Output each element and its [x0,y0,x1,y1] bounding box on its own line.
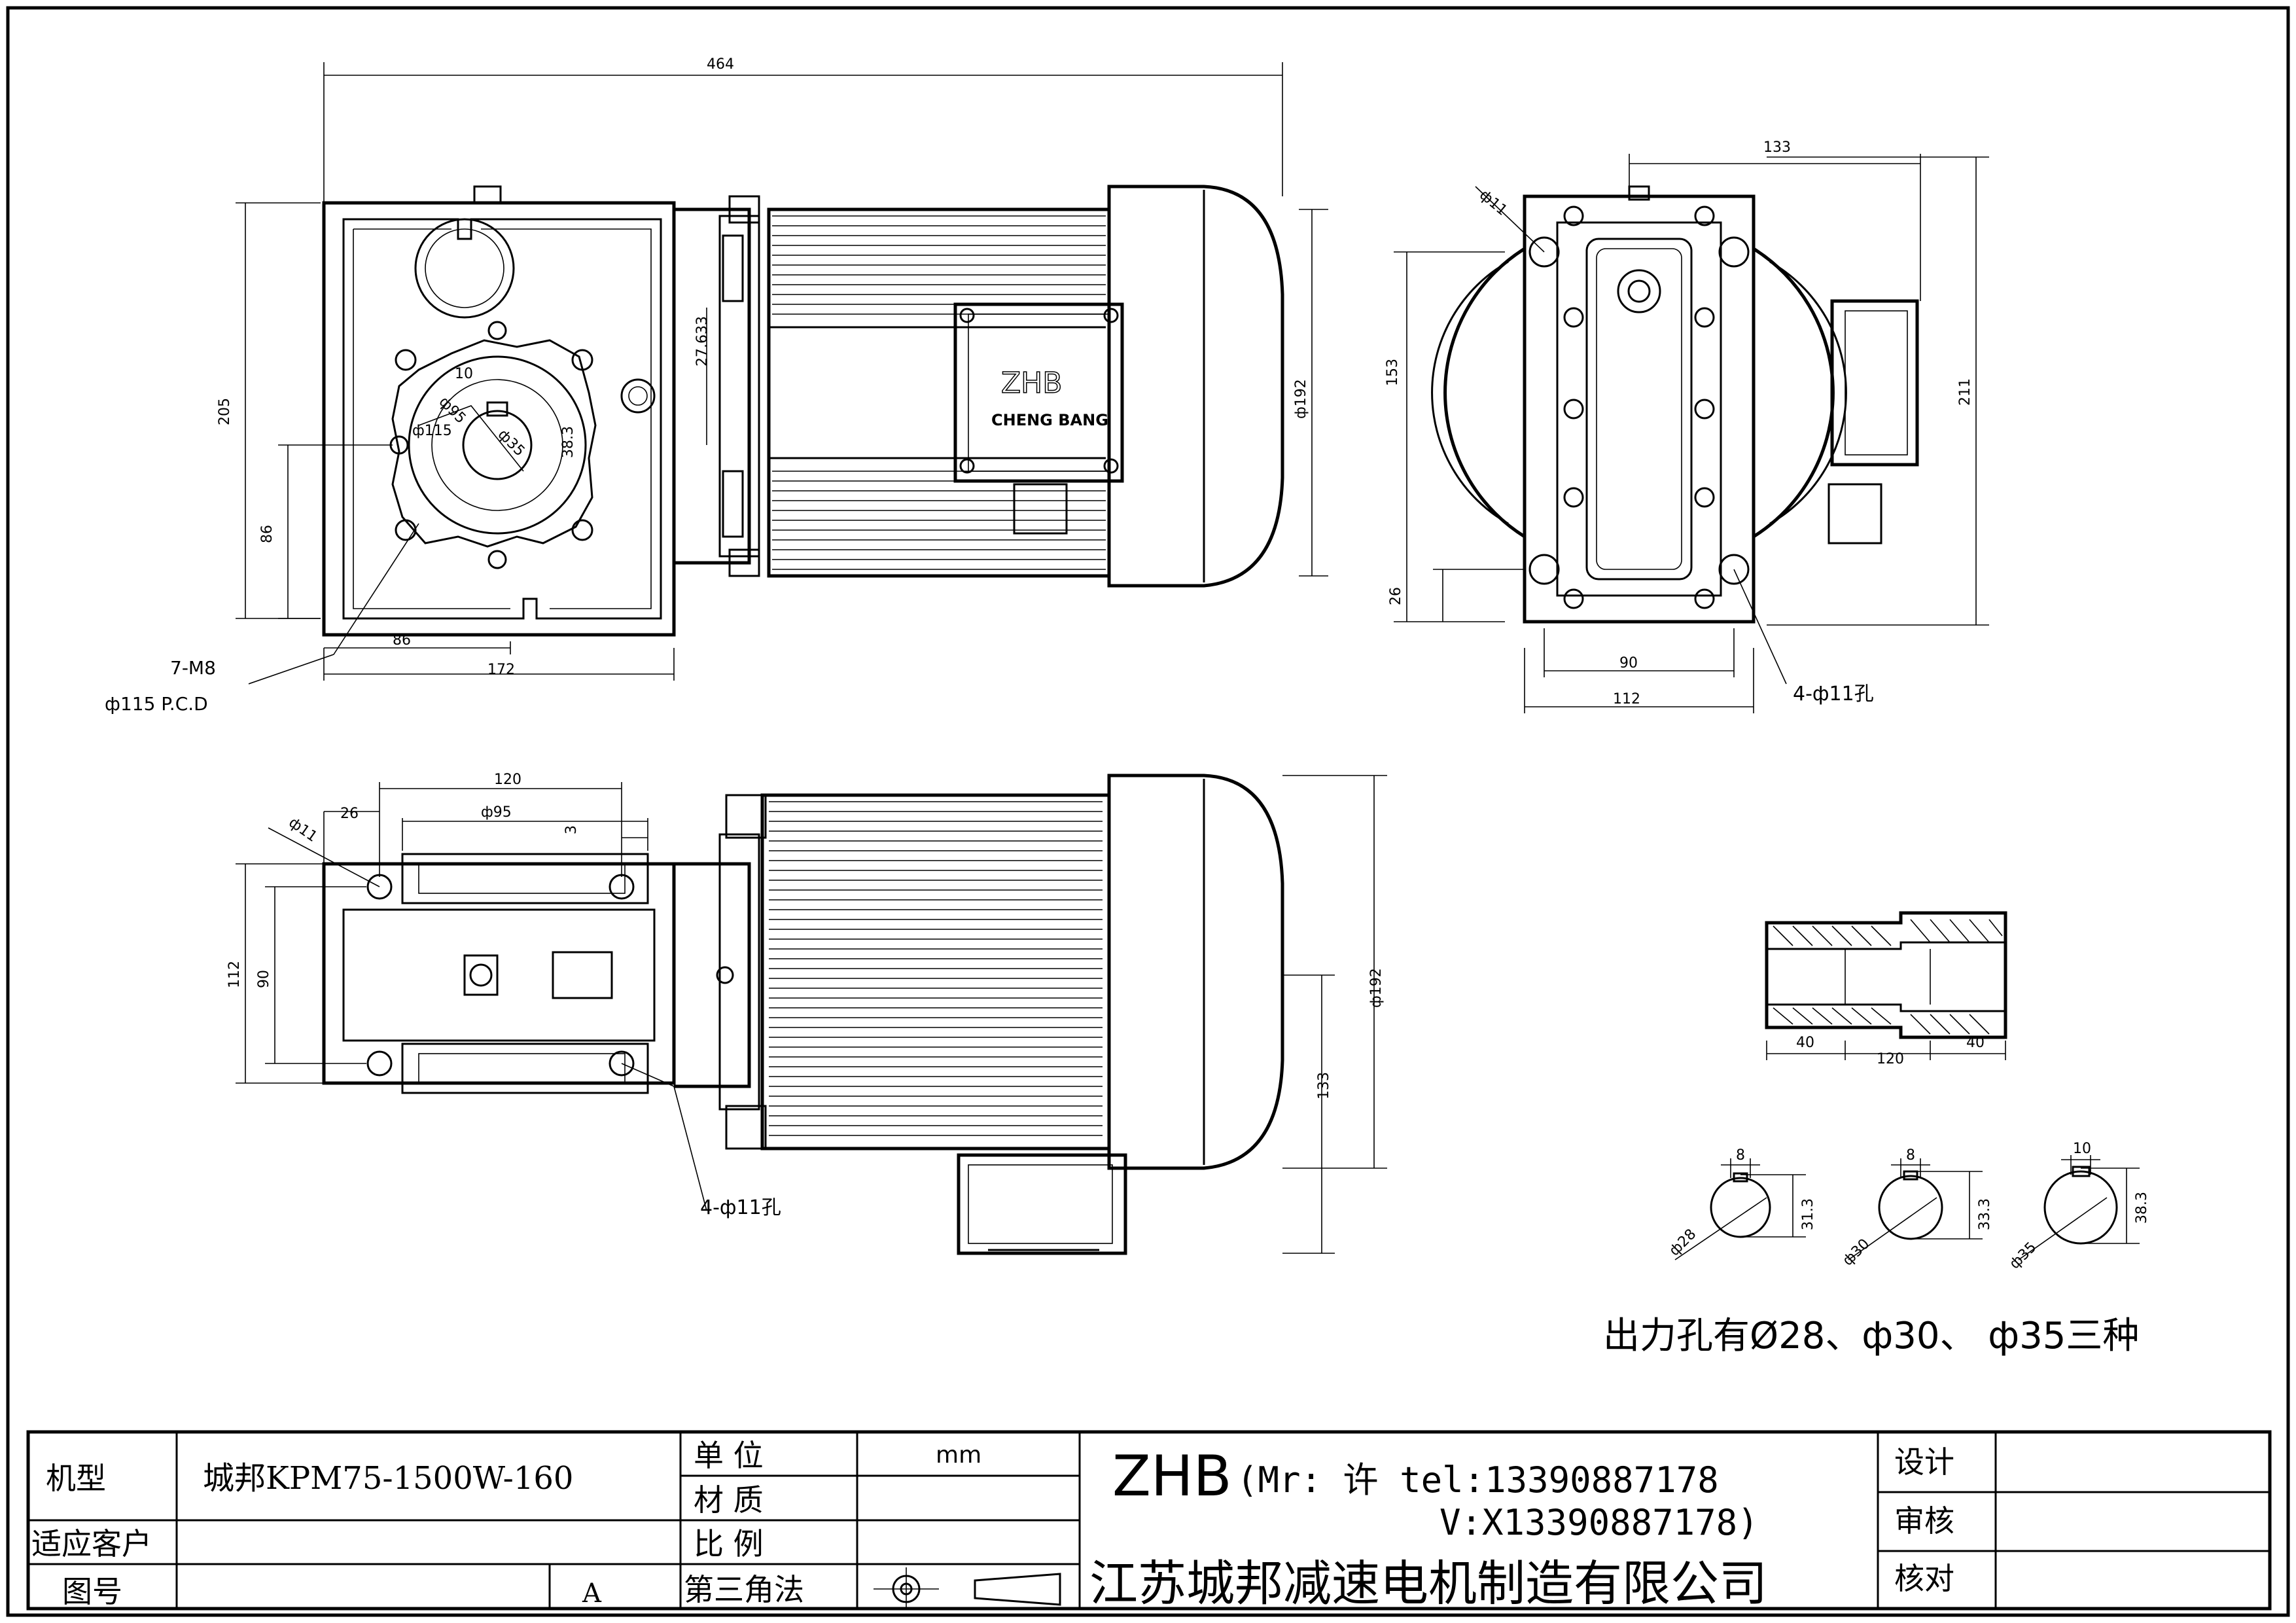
dim-sleeve-120: 120 [1877,1051,1904,1067]
dim-phi11-bottom: ф11 [286,814,321,845]
dim-phi35: ф35 [495,427,528,460]
dim-phi95-bottom: ф95 [481,804,512,821]
tb-company-name: 江苏城邦减速电机制造有限公司 [1089,1556,1767,1612]
dim-sleeve-40b: 40 [1966,1035,1985,1051]
motor-fins [769,215,1106,570]
dim-86-horizontal: 86 [393,632,411,649]
bore-35-diameter: ф35 [2007,1239,2040,1272]
dim-205: 205 [217,398,233,425]
bore-35-keyway: 10 [2073,1141,2091,1157]
tb-model-value: 城邦KPM75-1500W-160 [203,1460,573,1497]
dim-211: 211 [1957,378,1973,406]
bore-30-diameter: ф30 [1840,1236,1873,1269]
label-pcd: ф115 P.C.D [105,693,208,715]
bore-28-height: 31.3 [1800,1198,1816,1230]
dim-112-bottom: 112 [226,961,243,988]
dim-phi192-front: ф192 [1293,379,1309,419]
dim-10: 10 [455,366,473,382]
dim-27-633: 27.633 [694,316,711,366]
sheet-border [6,6,2290,1617]
bore-30-keyway: 8 [1906,1147,1915,1164]
output-bore-note: 出力孔有Ø28、ф30、 ф35三种 [1603,1315,2139,1357]
bore-35-height: 38.3 [2134,1192,2150,1224]
tb-company-brand: ZHB [1112,1444,1232,1509]
dim-112-side: 112 [1613,691,1640,707]
dim-phi115: ф115 [412,423,452,439]
dim-sleeve-40a: 40 [1796,1035,1814,1051]
nameplate-cheng-bang: CHENG BANG [991,411,1108,429]
side-view [1394,154,1989,713]
tb-unit-label: 单 位 [694,1438,764,1473]
tb-contact-line-1: (Mr: 许 tel:13390887178 [1237,1459,1719,1501]
bore-details [1674,1155,2140,1260]
dim-133-side: 133 [1763,139,1791,156]
dim-phi192-bottom: ф192 [1368,968,1385,1008]
title-block-grid [26,1430,2272,1611]
dim-38-3: 38.3 [560,426,576,458]
dim-133-bottom: 133 [1316,1072,1332,1099]
dim-90-bottom: 90 [256,970,272,988]
dim-3: 3 [563,825,580,834]
dim-phi11-side: ф11 [1476,187,1510,219]
dim-phi95: ф95 [436,394,469,427]
label-holes-side: 4-ф11孔 [1793,683,1874,705]
tb-check-label: 核对 [1894,1561,1954,1596]
tb-contact-line-2: V:X13390887178) [1439,1502,1759,1543]
nameplate-brand: ZHB [1001,366,1062,400]
tb-drawing-no-label: 图号 [62,1574,122,1609]
tb-material-label: 材 质 [694,1482,764,1518]
dim-26-bottom: 26 [340,806,359,822]
dim-120-bottom: 120 [494,772,521,788]
dim-153: 153 [1385,359,1401,386]
bottom-view [236,774,1387,1255]
dim-464: 464 [707,56,734,73]
tb-design-label: 设计 [1894,1444,1954,1480]
front-view [236,62,1328,685]
tb-review-label: 审核 [1894,1503,1954,1539]
bore-28-keyway: 8 [1736,1147,1745,1164]
dim-26-side: 26 [1388,587,1404,605]
tb-customer-label: 适应客户 [31,1526,152,1561]
tb-revision: A [582,1578,602,1609]
dim-86-vertical: 86 [259,525,275,543]
bore-28-diameter: ф28 [1667,1226,1700,1259]
sleeve-section [1765,911,2007,1060]
bore-30-height: 33.3 [1977,1198,1993,1230]
dim-172: 172 [487,662,515,678]
tb-scale-label: 比 例 [694,1526,764,1561]
label-holes-bottom: 4-ф11孔 [700,1196,781,1219]
tb-model-label: 机型 [46,1461,106,1496]
dim-90-side: 90 [1619,655,1638,671]
tb-projection-label: 第三角法 [684,1572,804,1607]
tb-unit-value: mm [936,1442,981,1469]
label-7-m8: 7-M8 [170,657,216,679]
